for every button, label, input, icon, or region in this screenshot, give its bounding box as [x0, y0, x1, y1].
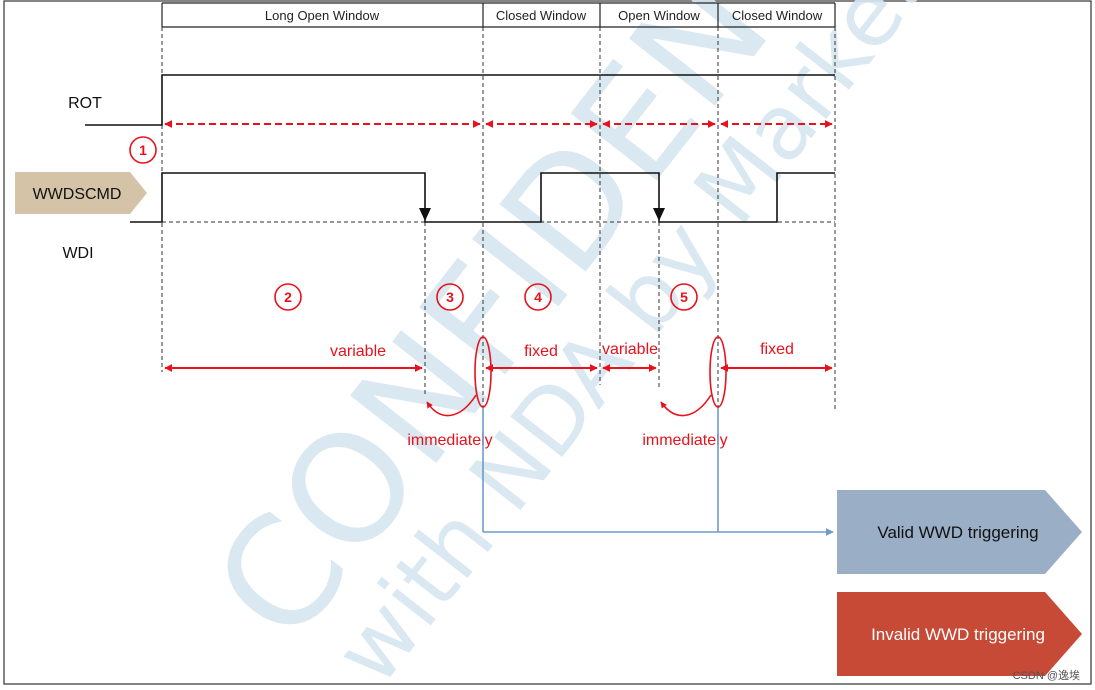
marker-4: 4: [534, 289, 542, 305]
valid-trigger-box: [837, 490, 1082, 574]
window-label-closed-2: Closed Window: [732, 8, 823, 23]
immediately-label-1: immediately: [407, 432, 492, 449]
valid-trigger-connectors: [482, 408, 834, 536]
duration-variable-1: variable: [330, 343, 386, 360]
invalid-trigger-box: [837, 592, 1082, 676]
rot-label: ROT: [68, 95, 102, 112]
marker-2: 2: [284, 289, 292, 305]
wdi-waveform: [130, 172, 835, 223]
credit-text: CSDN @逸埃: [1013, 668, 1080, 682]
markers: 2 3 4 5: [274, 283, 698, 311]
wdi-label: WDI: [62, 245, 93, 262]
wwdscmd-label: WWDSCMD: [33, 186, 122, 203]
window-label-closed-1: Closed Window: [496, 8, 587, 23]
outer-border: [3, 0, 1092, 685]
rot-waveform: [85, 74, 835, 126]
window-label-long-open: Long Open Window: [265, 8, 380, 23]
falling-edge-arrow-1: [419, 208, 431, 221]
trigger-ellipse-1: [474, 336, 492, 408]
marker-3: 3: [446, 289, 454, 305]
window-label-open: Open Window: [618, 8, 700, 23]
trigger-ellipse-2: [709, 336, 727, 408]
duration-variable-2: variable: [602, 341, 658, 358]
duration-fixed-2: fixed: [760, 341, 794, 358]
falling-edge-arrow-2: [653, 208, 665, 221]
window-header: Long Open Window Closed Window Open Wind…: [161, 2, 836, 28]
immediately-label-2: immediately: [642, 432, 727, 449]
invalid-trigger-label: Invalid WWD triggering: [871, 625, 1045, 644]
valid-trigger-label: Valid WWD triggering: [877, 523, 1038, 542]
duration-fixed-1: fixed: [524, 343, 558, 360]
marker-1-circle: [129, 136, 157, 164]
wwdscmd-label-box: [15, 172, 147, 214]
marker-1: 1: [139, 142, 147, 158]
marker-5: 5: [680, 289, 688, 305]
immediately-arrows: [426, 394, 712, 417]
